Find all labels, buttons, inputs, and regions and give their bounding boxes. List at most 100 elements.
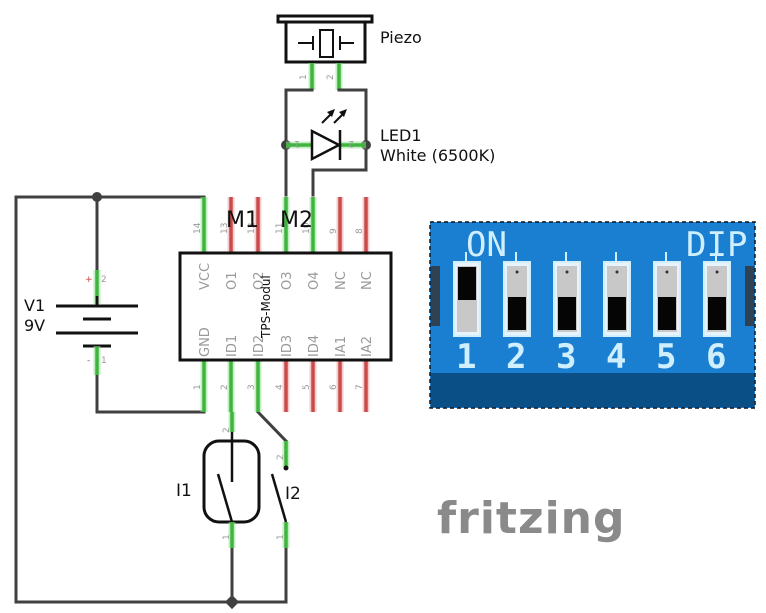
module-top-pin-names: VCC O1 O2 O3 O4 NC NC bbox=[198, 263, 375, 290]
dip-dot bbox=[715, 270, 719, 274]
module-pin-name: O4 bbox=[307, 271, 322, 290]
led-pin2-number: 2 bbox=[348, 138, 354, 148]
dip-switch-1[interactable]: 1 bbox=[453, 252, 481, 377]
module-pin-number: 8 bbox=[355, 228, 365, 234]
module-pin-number: 7 bbox=[355, 384, 365, 390]
dip-lever-off bbox=[608, 297, 626, 330]
i1-contact-moving bbox=[216, 473, 234, 523]
i2-label: I2 bbox=[285, 484, 301, 504]
module-pin-number: 12 bbox=[247, 223, 257, 234]
module-top-pins: 14 13 12 11 10 9 8 bbox=[193, 197, 370, 253]
module-pin-name: GND bbox=[198, 327, 213, 357]
switch-i1[interactable]: 2 1 I1 bbox=[176, 412, 261, 548]
dip-switch-number: 6 bbox=[706, 337, 726, 377]
dip-switch-2[interactable]: 2 bbox=[503, 252, 531, 377]
wire-piezo2-led[interactable] bbox=[337, 88, 368, 147]
dip-switch-number: 2 bbox=[506, 337, 526, 377]
module-pin-name: ID3 bbox=[280, 335, 295, 357]
led-reference-label: LED1 bbox=[380, 126, 422, 145]
module-pin-number: 13 bbox=[220, 223, 230, 234]
piezo-label: Piezo bbox=[380, 28, 422, 47]
battery-plus-sign: + bbox=[85, 275, 93, 285]
led-component[interactable]: 1 2 LED1 White (6500K) bbox=[286, 109, 495, 165]
wire-led-o4[interactable] bbox=[311, 143, 368, 197]
dip-switch-6[interactable]: 6 bbox=[703, 252, 731, 377]
module-pin-name: NC bbox=[360, 271, 375, 290]
module-pin-name: O1 bbox=[225, 271, 240, 290]
module-body bbox=[178, 251, 393, 362]
module-pin-number: 6 bbox=[329, 384, 339, 390]
m1-label: M1 bbox=[226, 208, 259, 233]
dip-lever-on bbox=[458, 267, 476, 300]
module-pin-name: ID4 bbox=[307, 335, 322, 357]
module-pin-number: 14 bbox=[193, 222, 203, 234]
dip-side-tab-left bbox=[431, 266, 440, 326]
battery-plus-number: 2 bbox=[101, 275, 107, 285]
dip-dot bbox=[615, 270, 619, 274]
dip-dot bbox=[515, 270, 519, 274]
dip-base bbox=[431, 373, 754, 407]
wire-id2-i2[interactable] bbox=[255, 409, 289, 444]
wire-piezo1-led[interactable] bbox=[284, 88, 314, 147]
i2-contact-dot bbox=[283, 465, 289, 471]
fritzing-logo: fritzing bbox=[437, 493, 625, 544]
module-pin-number: 1 bbox=[193, 384, 203, 390]
dip-switch-3[interactable]: 3 bbox=[553, 252, 581, 377]
piezo-pin2-number: 2 bbox=[326, 74, 336, 80]
battery-minus-sign: - bbox=[87, 356, 90, 366]
led-value-label: White (6500K) bbox=[380, 146, 495, 165]
i2-lever bbox=[270, 473, 288, 523]
led-pin1-number: 1 bbox=[294, 138, 300, 148]
dip-switch-4[interactable]: 4 bbox=[603, 252, 631, 377]
piezo-component[interactable]: 1 2 Piezo bbox=[276, 14, 422, 90]
dip-lever-off bbox=[508, 297, 526, 330]
i2-pin1-number: 1 bbox=[276, 534, 286, 540]
led-light-arrows-icon bbox=[321, 109, 347, 124]
dip-switch-5[interactable]: 5 bbox=[653, 252, 681, 377]
wires bbox=[14, 88, 368, 604]
module-pin-number: 2 bbox=[220, 384, 230, 390]
piezo-crystal bbox=[319, 29, 334, 58]
battery-value-label: 9V bbox=[24, 316, 45, 335]
i1-pin2-number: 2 bbox=[222, 427, 232, 433]
wire-battery-minus-gnd[interactable] bbox=[95, 373, 206, 414]
dip-switch-number: 1 bbox=[456, 337, 476, 377]
dip-switch-number: 3 bbox=[556, 337, 576, 377]
i1-pin1-number: 1 bbox=[222, 534, 232, 540]
battery-minus-number: 1 bbox=[101, 356, 107, 366]
m2-label: M2 bbox=[280, 208, 313, 233]
dip-lever-off bbox=[708, 297, 726, 330]
module-pin-number: 11 bbox=[275, 223, 285, 234]
dip-dot bbox=[665, 270, 669, 274]
dip-lever-off bbox=[658, 297, 676, 330]
module-pin-number: 3 bbox=[247, 384, 257, 390]
wire-outer-loop[interactable] bbox=[14, 195, 288, 604]
module-pin-name: ID2 bbox=[252, 335, 267, 357]
junction-vcc bbox=[92, 192, 102, 202]
module-pin-number: 5 bbox=[302, 384, 312, 390]
battery-component[interactable]: + 2 - 1 V1 9V bbox=[24, 270, 138, 375]
dip-switch-number: 5 bbox=[656, 337, 676, 377]
module-pin-name: O3 bbox=[280, 271, 295, 290]
module-pin-name: NC bbox=[334, 271, 349, 290]
module-pin-name: VCC bbox=[198, 263, 213, 290]
switch-i2[interactable]: 2 1 I2 bbox=[270, 441, 301, 548]
module-pin-number: 9 bbox=[329, 228, 339, 234]
dip-switch-number: 4 bbox=[606, 337, 626, 377]
module-pin-number: 10 bbox=[302, 222, 312, 234]
i1-label: I1 bbox=[176, 481, 192, 501]
junction-ground bbox=[224, 594, 240, 610]
dip-side-tab-right bbox=[745, 266, 754, 326]
module-name-label: TPS-Modul bbox=[259, 275, 273, 339]
i2-pin2-number: 2 bbox=[276, 454, 286, 460]
module-pin-name: IA1 bbox=[334, 336, 349, 357]
module-pin-name: ID1 bbox=[225, 335, 240, 357]
dip-dot bbox=[565, 270, 569, 274]
module-pin-name: O2 bbox=[252, 271, 267, 290]
